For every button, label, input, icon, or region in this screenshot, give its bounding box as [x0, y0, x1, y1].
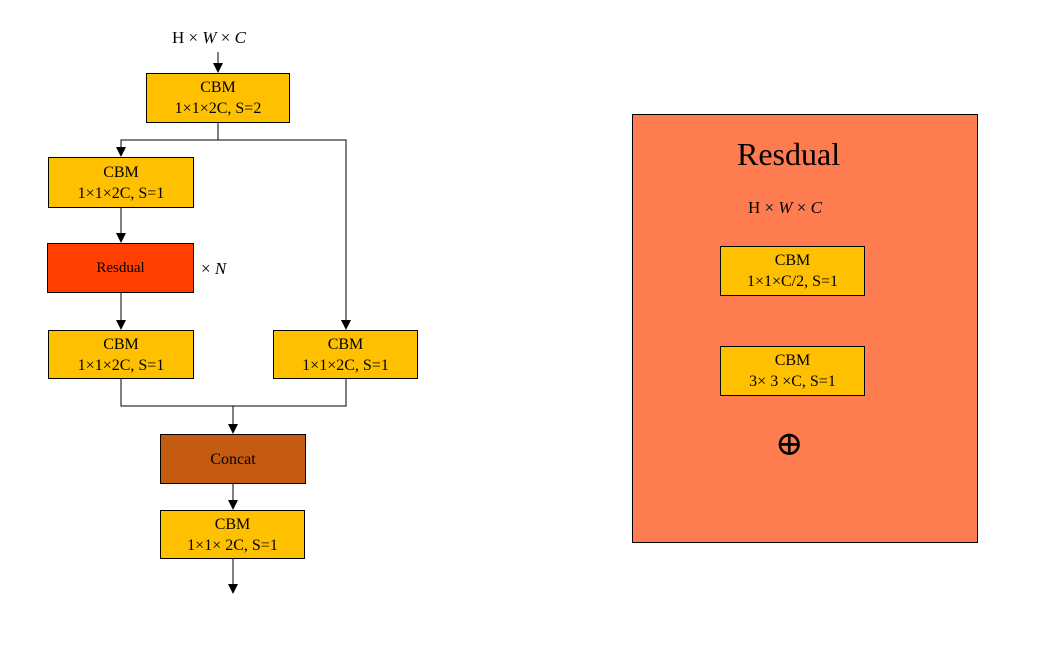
cbm-left2-title: CBM — [103, 335, 139, 353]
residual-panel-title: Resdual — [737, 136, 841, 172]
res-cbm1-spec: 1×1×C/2, S=1 — [746, 273, 839, 290]
res-input-shape-label: H × W × C — [748, 198, 822, 217]
cbm-top-block: CBM 1×1×2C, S=2 — [146, 73, 290, 123]
concat-block: Concat — [160, 434, 306, 484]
input-h: H — [172, 28, 185, 47]
cbm-right-block: CBM 1×1×2C, S=1 — [273, 330, 418, 379]
cbm-out-title: CBM — [214, 515, 251, 533]
merge-connector-left — [120, 378, 347, 407]
input-shape-label: H × W × C — [172, 28, 246, 47]
res-cbm1-title: CBM — [774, 252, 811, 269]
res-cbm2-title: CBM — [774, 352, 811, 369]
cbm-left2-block: CBM 1×1×2C, S=1 — [48, 330, 194, 379]
cbm-out-block: CBM 1×1× 2C, S=1 — [160, 510, 305, 559]
input-c: C — [234, 28, 246, 47]
cbm-out-spec: 1×1× 2C, S=1 — [187, 536, 278, 554]
split-connector — [116, 122, 219, 157]
cbm-left1-title: CBM — [103, 163, 139, 181]
repeat-n: N — [214, 259, 227, 278]
res-cbm2-block: CBM 3× 3 ×C, S=1 — [720, 346, 865, 396]
residual-detail-panel — [632, 114, 978, 543]
cbm-right-spec: 1×1×2C, S=1 — [302, 356, 389, 374]
cbm-right-title: CBM — [327, 335, 364, 353]
res-input-h: H — [748, 198, 761, 217]
input-w: W — [202, 28, 217, 47]
residual-block: Resdual — [47, 243, 194, 293]
split-connector-right — [218, 139, 351, 330]
residual-block-label: Resdual — [96, 259, 145, 276]
cbm-left1-spec: 1×1×2C, S=1 — [77, 184, 165, 202]
cbm-top-title: CBM — [200, 79, 236, 96]
res-input-w: W — [778, 198, 793, 217]
add-operator-icon: ⊕ — [775, 426, 804, 463]
repeat-label: × N — [201, 259, 227, 278]
res-input-c: C — [810, 198, 822, 217]
cbm-left1-block: CBM 1×1×2C, S=1 — [48, 157, 194, 208]
cbm-top-spec: 1×1×2C, S=2 — [174, 100, 262, 117]
res-cbm2-spec: 3× 3 ×C, S=1 — [749, 373, 836, 390]
cbm-left2-spec: 1×1×2C, S=1 — [77, 356, 165, 374]
res-cbm1-block: CBM 1×1×C/2, S=1 — [720, 246, 865, 296]
concat-label: Concat — [210, 450, 256, 468]
